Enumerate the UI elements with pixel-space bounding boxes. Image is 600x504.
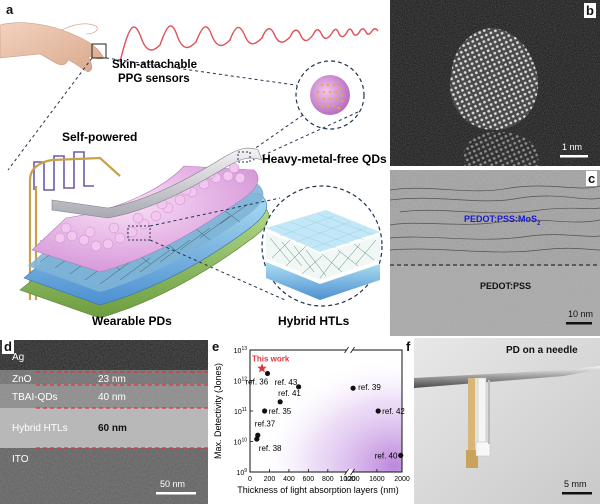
photo-pd-on-needle — [414, 338, 600, 504]
qds-label: Heavy-metal-free QDs — [262, 152, 387, 166]
top-layer-label: PEDOT:PSS:MoS2 — [464, 214, 541, 227]
hand-illustration — [0, 22, 105, 73]
axis-break-mark — [350, 468, 355, 476]
ref-point-label: ref. 39 — [358, 383, 381, 392]
sensor-box-on-hand — [91, 43, 107, 59]
ref-point — [350, 385, 356, 391]
ref-point — [277, 399, 283, 405]
wearable-label: Wearable PDs — [92, 314, 172, 328]
thickness-qds: 40 nm — [98, 392, 126, 403]
ref-point — [261, 408, 268, 414]
self-powered-label: Self-powered — [62, 130, 137, 144]
axis-break-mark — [350, 346, 355, 354]
panel-f: PD on a needle 5 mm — [414, 338, 600, 504]
tem-cross-section — [390, 170, 600, 336]
y-axis-label: Max. Detectivity (Jones) — [213, 363, 223, 459]
qd-particle — [310, 75, 350, 115]
scale-label-c: 10 nm — [568, 309, 594, 319]
ref-point — [254, 436, 260, 442]
x-tick-label: 1600 — [369, 476, 385, 483]
ref-point — [296, 384, 302, 390]
ref-point-label: ref. 38 — [259, 444, 282, 453]
panel-label-e: e — [212, 339, 220, 354]
axis-break-gap — [346, 347, 353, 353]
x-tick-label: 200 — [264, 476, 276, 483]
panel-label-c: c — [586, 171, 598, 186]
panel-label-a: a — [6, 2, 14, 17]
layer-label-ito: ITO — [12, 454, 29, 465]
panel-f-title: PD on a needle — [506, 345, 578, 356]
ref-point-label: ref.37 — [255, 419, 276, 428]
ref-point-label: ref. 35 — [269, 407, 292, 416]
ref-point-label: ref. 42 — [382, 407, 405, 416]
ref-point-label: ref. 36 — [246, 377, 269, 386]
x-tick-label: 800 — [322, 476, 334, 483]
x-axis-label: Thickness of light absorption layers (nm… — [237, 485, 399, 495]
panel-b: 1 nm b — [390, 0, 600, 166]
y-tick-label: 1012 — [234, 377, 248, 386]
tem-nanoparticle — [390, 0, 600, 166]
ppg-waveform — [119, 25, 379, 63]
panel-label-f: f — [404, 339, 413, 354]
ref-point — [264, 370, 271, 377]
needle — [414, 366, 600, 388]
x-tick-label: 600 — [303, 476, 315, 483]
axis-break-gap — [346, 469, 353, 475]
panel-label-b-outer: b — [584, 3, 596, 18]
y-tick-label: 1010 — [234, 438, 248, 447]
thickness-zno: 23 nm — [98, 374, 126, 385]
scale-label-d: 50 nm — [160, 479, 186, 489]
panel-c: PEDOT:PSS:MoS2 PEDOT:PSS 10 nm — [390, 170, 600, 336]
bottom-layer-label: PEDOT:PSS — [480, 281, 532, 291]
this-work-marker — [257, 363, 267, 373]
x-tick-label: 0 — [248, 476, 252, 483]
x-tick-label: 1000 — [339, 476, 355, 483]
layer-label-htl: Hybrid HTLs — [12, 423, 68, 434]
scale-label-b: 1 nm — [562, 142, 583, 152]
tem-device-cross-section — [0, 340, 208, 504]
axis-break-mark — [344, 468, 349, 476]
thickness-htl: 60 nm — [98, 423, 127, 434]
ref-point — [375, 408, 381, 414]
this-work-label: This work — [252, 354, 290, 363]
panel-a: Skin-attachable PPG sensors Self-powered… — [0, 0, 390, 335]
photodetector-device — [466, 377, 491, 468]
sensor-label-2: PPG sensors — [118, 73, 190, 85]
layer-label-zno: ZnO — [12, 374, 32, 385]
x-tick-label: 400 — [283, 476, 295, 483]
device-schematic: Skin-attachable PPG sensors Self-powered… — [0, 22, 387, 328]
x-tick-label: 1200 — [344, 476, 360, 483]
ref-point-label: ref. 43 — [275, 378, 298, 387]
x-tick-label: 2000 — [394, 476, 410, 483]
layer-label-qds: TBAI-QDs — [12, 392, 58, 403]
ref-point — [398, 452, 404, 459]
y-tick-label: 1013 — [234, 346, 248, 355]
scale-label-f: 5 mm — [564, 479, 587, 489]
ref-point-label: ref. 40 — [375, 451, 398, 460]
htl-label: Hybrid HTLs — [278, 314, 350, 328]
device-stack — [19, 147, 270, 319]
layer-label-ag: Ag — [12, 352, 25, 363]
ref-point-label: ref. 41 — [278, 389, 301, 398]
htl-layers — [266, 210, 380, 300]
axis-break-mark — [344, 346, 349, 354]
panel-label-d: d — [2, 339, 14, 354]
y-tick-label: 109 — [236, 468, 247, 477]
panel-d: Ag ZnO 23 nm TBAI-QDs 40 nm Hybrid HTLs … — [0, 340, 208, 504]
y-tick-label: 1011 — [234, 407, 247, 416]
